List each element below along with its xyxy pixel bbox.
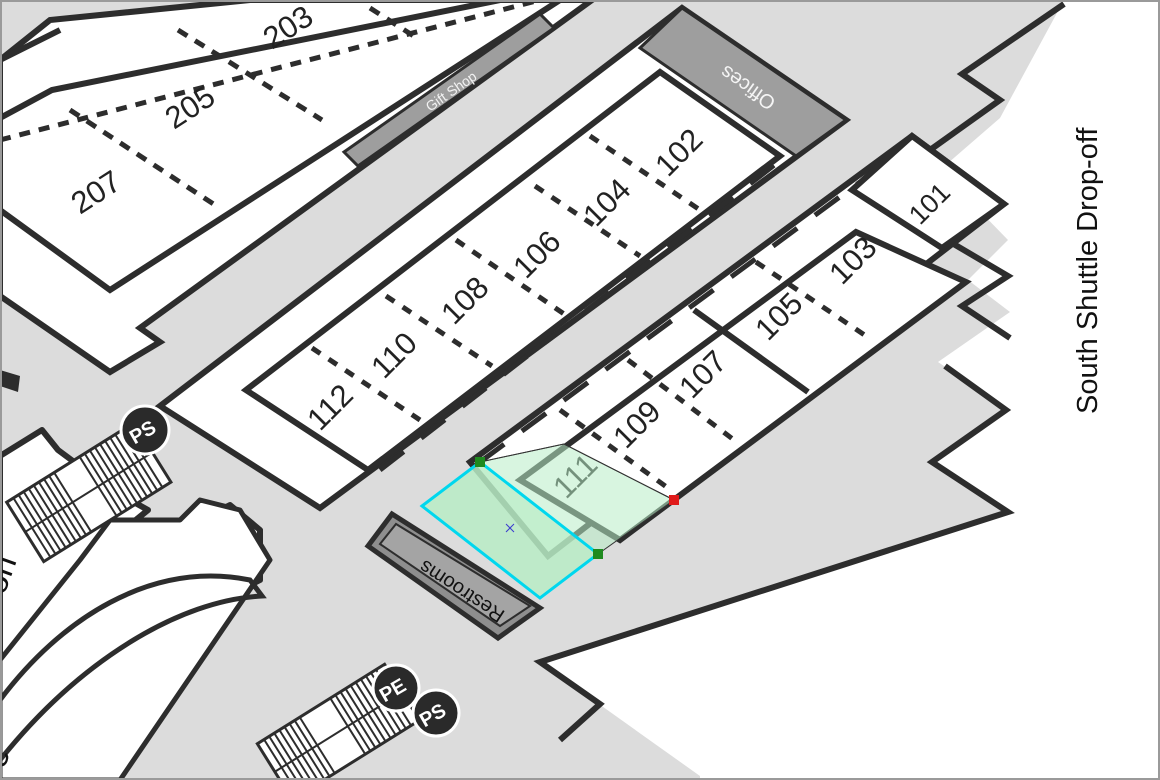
exterior-area bbox=[540, 0, 1160, 780]
rooms-200-top-wall bbox=[0, 27, 62, 63]
restrooms-inner bbox=[378, 522, 532, 628]
room-101-area[interactable] bbox=[847, 132, 1010, 252]
middle-corridor-dashes bbox=[378, 154, 788, 472]
room-105-wall bbox=[692, 307, 810, 395]
pe-badge-lower[interactable]: PE bbox=[371, 663, 421, 713]
offices-area[interactable] bbox=[637, 6, 849, 158]
lower-left-pocket bbox=[0, 370, 20, 392]
selection-center-marker bbox=[505, 523, 515, 533]
selection-handle-top[interactable] bbox=[475, 457, 485, 467]
rooms-100-lower-dividers bbox=[558, 259, 868, 491]
ps-badge-upper[interactable]: PS bbox=[119, 404, 171, 456]
gift-shop-area[interactable] bbox=[341, 12, 557, 168]
stairs-upper bbox=[4, 420, 174, 564]
ps-badge-lower[interactable]: PS bbox=[411, 688, 461, 738]
lower-left-curve bbox=[0, 573, 267, 762]
rooms-200-block bbox=[0, 0, 566, 294]
lower-corridor-dashes bbox=[478, 179, 862, 465]
selection-guide-line-2 bbox=[563, 443, 675, 501]
rooms-100-upper-dividers bbox=[310, 133, 702, 423]
selection-guide-line bbox=[479, 443, 565, 463]
selection-handle-active[interactable] bbox=[669, 495, 679, 505]
south-shuttle-label: South Shuttle Drop-off bbox=[1072, 127, 1104, 414]
outer-wall-lower bbox=[533, 363, 1015, 743]
selection-overlay[interactable] bbox=[419, 443, 679, 600]
rooms-200-dividers bbox=[0, 0, 541, 208]
selection-handle-bottom[interactable] bbox=[593, 549, 603, 559]
